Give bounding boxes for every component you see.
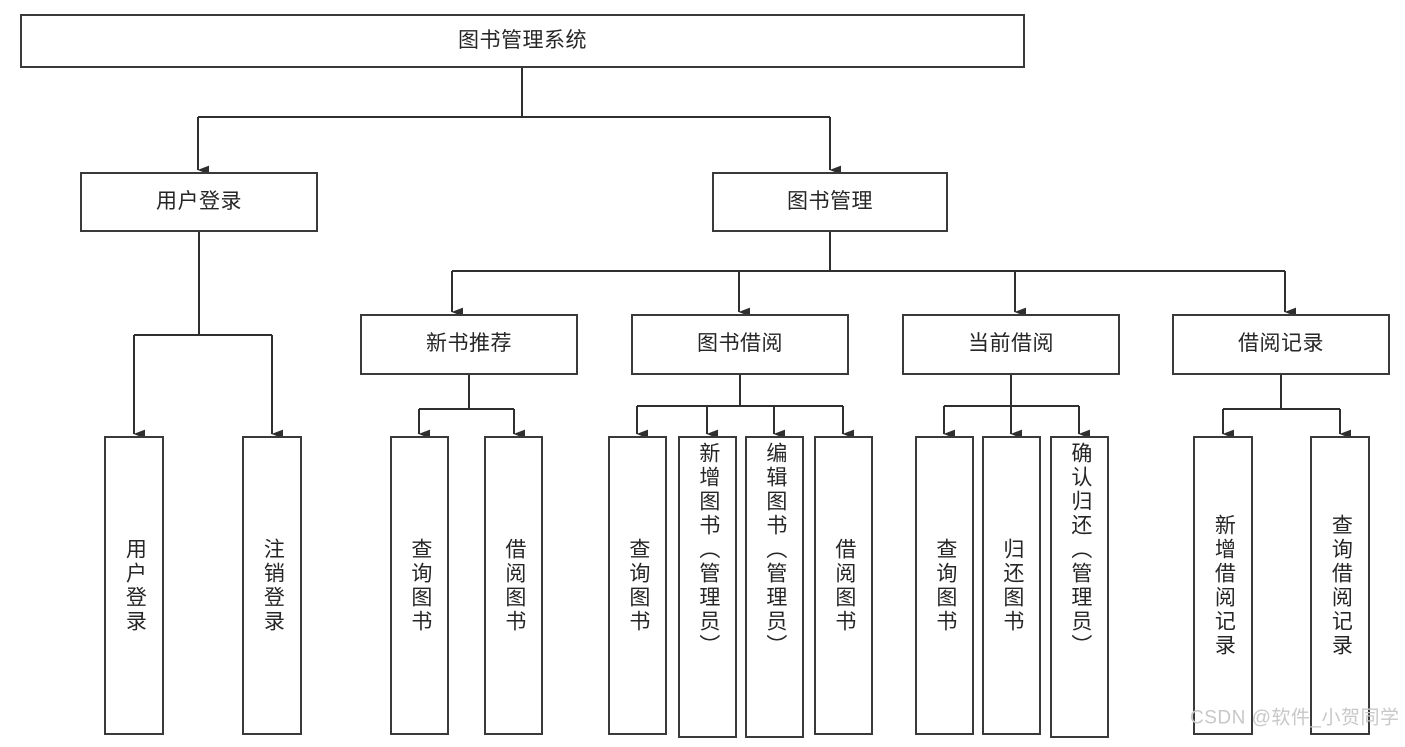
node-leaf-borrow-book-rec[interactable]: 借阅图书: [484, 436, 543, 735]
node-label-borrow-record: 借阅记录: [1238, 332, 1324, 356]
node-leaf-logout[interactable]: 注销登录: [242, 436, 302, 735]
node-current-borrow[interactable]: 当前借阅: [902, 314, 1120, 375]
node-label-leaf-edit-book-admin: 编辑图书（管理员）: [763, 442, 787, 658]
node-label-new-book-recommend: 新书推荐: [426, 332, 512, 356]
node-label-book-borrow: 图书借阅: [697, 332, 783, 356]
node-label-leaf-query-borrow-record: 查询借阅记录: [1329, 513, 1353, 658]
node-book-manage[interactable]: 图书管理: [712, 172, 948, 232]
node-label-book-manage: 图书管理: [787, 189, 873, 213]
node-leaf-return-book[interactable]: 归还图书: [982, 436, 1041, 735]
node-label-leaf-borrow-book: 借阅图书: [832, 537, 856, 634]
node-label-leaf-return-book: 归还图书: [1000, 537, 1024, 634]
node-new-book-recommend[interactable]: 新书推荐: [360, 314, 578, 375]
node-borrow-record[interactable]: 借阅记录: [1172, 314, 1390, 375]
watermark-label: CSDN @软件_小贺同学: [1190, 707, 1400, 729]
node-book-borrow[interactable]: 图书借阅: [631, 314, 849, 375]
node-user-login[interactable]: 用户登录: [80, 172, 318, 232]
node-label-current-borrow: 当前借阅: [968, 332, 1054, 356]
node-leaf-add-book-admin[interactable]: 新增图书（管理员）: [678, 436, 737, 738]
node-root[interactable]: 图书管理系统: [20, 14, 1025, 68]
node-leaf-confirm-return-admin[interactable]: 确认归还（管理员）: [1050, 436, 1109, 738]
node-leaf-query-borrow-record[interactable]: 查询借阅记录: [1310, 436, 1370, 735]
node-label-leaf-query-book-rec: 查询图书: [408, 537, 432, 634]
node-leaf-add-borrow-record[interactable]: 新增借阅记录: [1193, 436, 1253, 735]
node-leaf-user-login[interactable]: 用户登录: [104, 436, 164, 735]
node-label-root: 图书管理系统: [458, 28, 587, 52]
node-label-leaf-user-login: 用户登录: [123, 537, 147, 634]
node-label-leaf-logout: 注销登录: [261, 537, 285, 634]
node-label-leaf-confirm-return-admin: 确认归还（管理员）: [1068, 442, 1092, 658]
node-leaf-query-book-borrow[interactable]: 查询图书: [608, 436, 667, 735]
node-leaf-borrow-book[interactable]: 借阅图书: [814, 436, 873, 735]
node-label-leaf-add-book-admin: 新增图书（管理员）: [696, 442, 720, 658]
node-label-leaf-query-book-current: 查询图书: [933, 537, 957, 634]
node-label-user-login: 用户登录: [156, 189, 242, 213]
node-leaf-query-book-current[interactable]: 查询图书: [915, 436, 974, 735]
node-label-leaf-query-book-borrow: 查询图书: [626, 537, 650, 634]
node-label-leaf-borrow-book-rec: 借阅图书: [502, 537, 526, 634]
node-leaf-query-book-rec[interactable]: 查询图书: [390, 436, 449, 735]
connector-lines: [132, 68, 1351, 439]
node-leaf-edit-book-admin[interactable]: 编辑图书（管理员）: [745, 436, 804, 738]
node-label-leaf-add-borrow-record: 新增借阅记录: [1212, 513, 1236, 658]
